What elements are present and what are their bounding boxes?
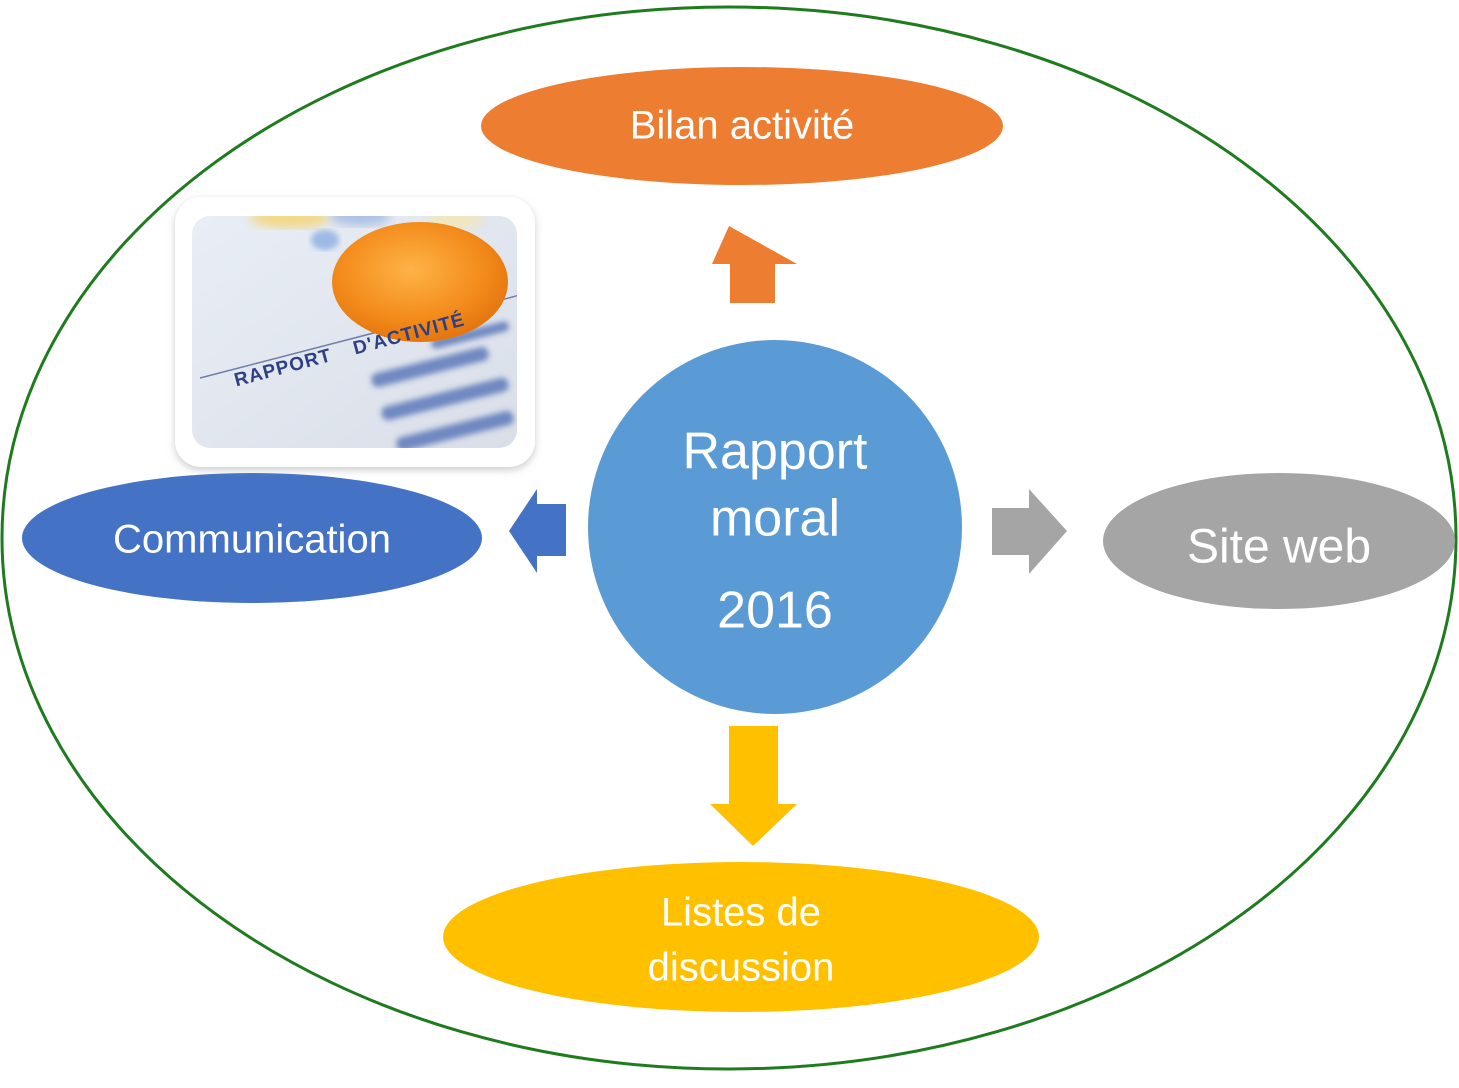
- arrow-left-icon: [509, 489, 566, 573]
- rapport-activite-photo: RAPPORT D'ACTIVITÉ: [175, 197, 535, 467]
- node-communication-label: Communication: [113, 518, 391, 562]
- center-label-line1: Rapport: [683, 423, 869, 481]
- center-node-rapport-moral: Rapport moral 2016: [588, 340, 962, 714]
- arrow-right-icon: [992, 489, 1067, 574]
- center-circle: [588, 340, 962, 714]
- orange-stamp-icon: [332, 222, 508, 342]
- node-listes-de-discussion: Listes de discussion: [443, 862, 1039, 1012]
- arrow-up-icon: [712, 226, 797, 303]
- node-site-web-label: Site web: [1187, 521, 1371, 574]
- arrow-down-icon: [710, 726, 797, 846]
- node-bilan-activite-shape: [481, 67, 1003, 185]
- node-listes-shape: [443, 862, 1039, 1012]
- node-listes-label-line1: Listes de: [661, 891, 821, 935]
- node-communication: Communication: [22, 473, 482, 603]
- node-listes-label-line2: discussion: [648, 946, 835, 990]
- outer-ellipse-frame: [0, 5, 1458, 1071]
- node-bilan-activite-label: Bilan activité: [630, 104, 855, 148]
- node-communication-shape: [22, 473, 482, 603]
- center-label-line3: 2016: [717, 582, 833, 640]
- center-label-line2: moral: [710, 490, 840, 548]
- node-site-web: Site web: [1103, 473, 1455, 609]
- node-bilan-activite: Bilan activité: [481, 67, 1003, 185]
- node-site-web-shape: [1103, 473, 1455, 609]
